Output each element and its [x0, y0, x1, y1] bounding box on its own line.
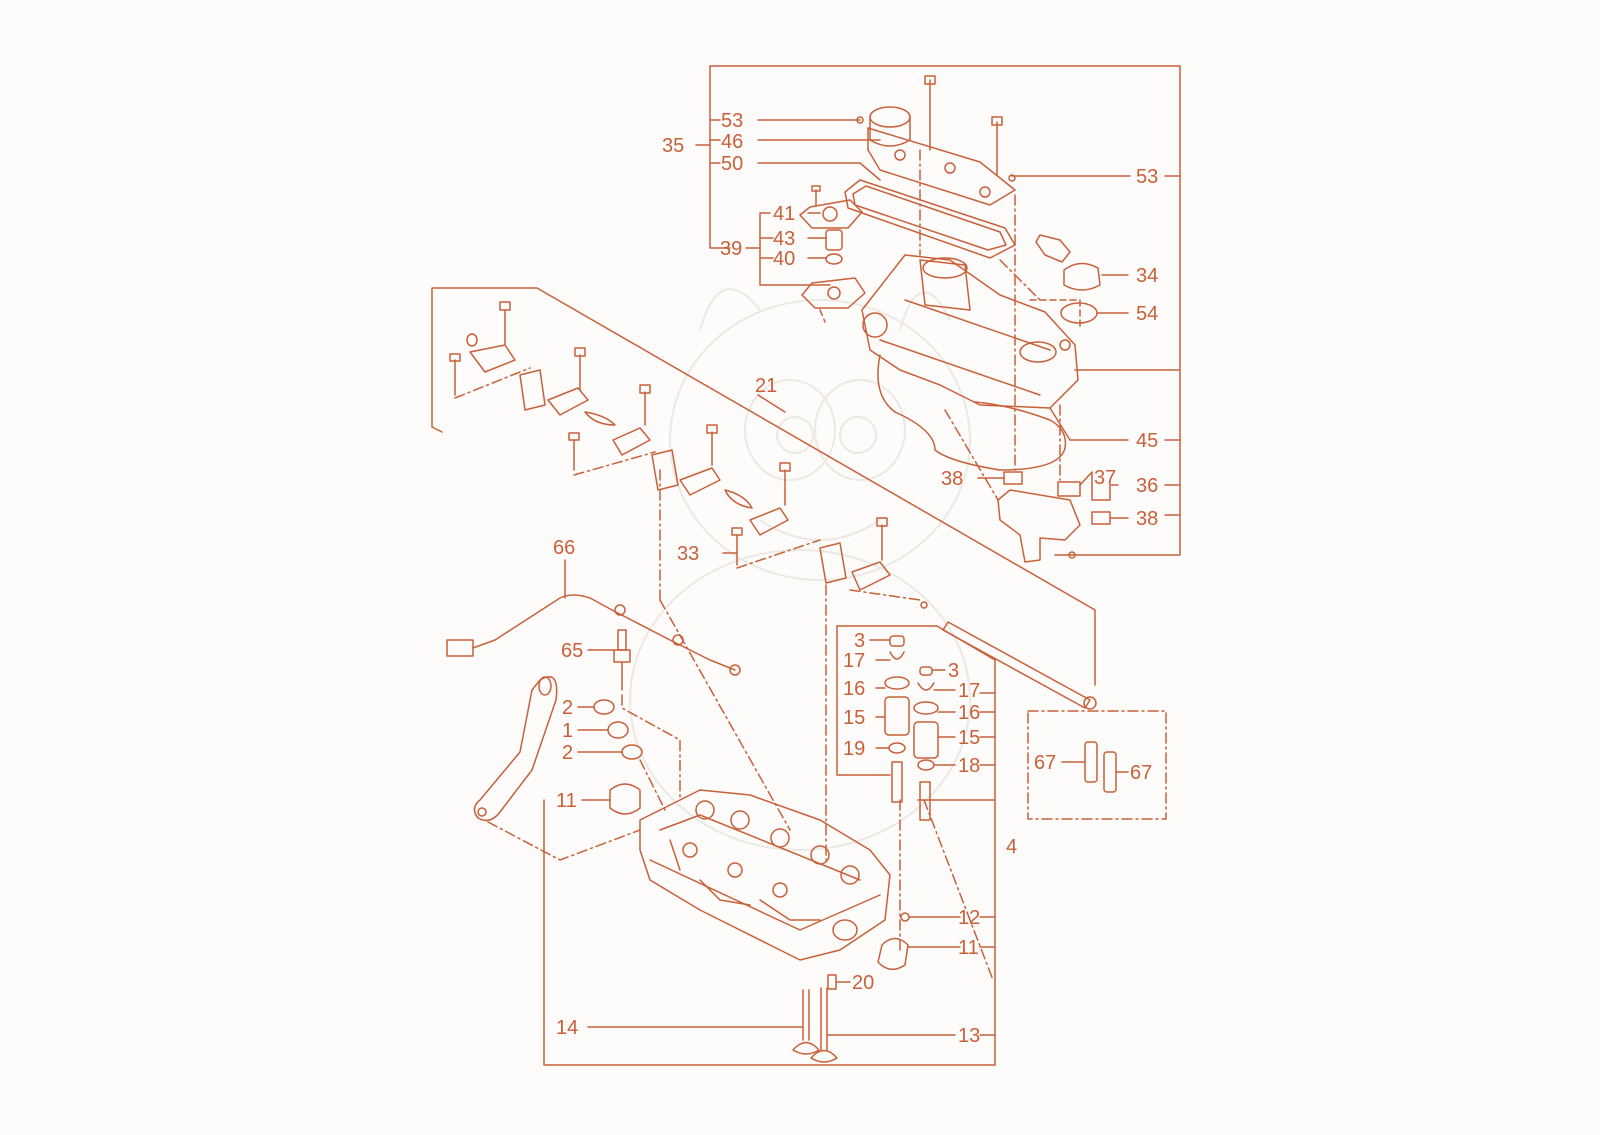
callout-67a: 67 — [1034, 752, 1056, 774]
callout-39: 39 — [720, 238, 742, 260]
spring-seat-16a — [884, 676, 910, 690]
callout-15a: 15 — [843, 707, 865, 729]
line-art — [431, 65, 1181, 1066]
callout-53b: 53 — [1136, 166, 1158, 188]
callout-1: 1 — [562, 720, 573, 742]
rubber-block-37 — [1057, 481, 1081, 497]
dowel-pin-20 — [827, 974, 837, 990]
stem-seal-19 — [888, 742, 906, 754]
callout-15b: 15 — [958, 727, 980, 749]
diaphragm-base — [801, 277, 866, 309]
callout-41: 41 — [773, 203, 795, 225]
washer-2a — [593, 699, 615, 715]
callout-13: 13 — [958, 1025, 980, 1047]
spring-seat-16b — [913, 701, 939, 715]
harness-connector — [446, 639, 474, 657]
cap-gasket — [1060, 302, 1098, 324]
callout-54: 54 — [1136, 303, 1158, 325]
valve-14 — [792, 989, 820, 1055]
callout-67b: 67 — [1130, 762, 1152, 784]
callout-16a: 16 — [843, 678, 865, 700]
callout-3b: 3 — [948, 660, 959, 682]
breather-elbow — [1035, 234, 1071, 263]
washer-2b — [621, 744, 643, 760]
valve-guide-a — [891, 761, 903, 803]
rubber-block-38a — [1003, 471, 1023, 485]
valve-retainer-17b — [917, 682, 935, 691]
callout-35: 35 — [662, 135, 684, 157]
valve-cover-body — [861, 254, 1079, 409]
group-bracket-cover — [709, 65, 1181, 556]
callout-50: 50 — [721, 153, 743, 175]
baffle-plate — [997, 489, 1081, 563]
diaphragm-top — [799, 199, 863, 229]
lifting-bracket — [473, 676, 558, 822]
callout-53a: 53 — [721, 110, 743, 132]
glow-plug — [613, 629, 631, 691]
callout-19: 19 — [843, 738, 865, 760]
glow-plug-harness — [494, 594, 736, 671]
callout-17a: 17 — [843, 650, 865, 672]
callout-2b: 2 — [562, 742, 573, 764]
diaphragm-spring — [825, 229, 843, 251]
callout-33: 33 — [677, 543, 699, 565]
oil-seal-11b — [877, 937, 909, 971]
cylinder-head — [639, 789, 891, 961]
rubber-block-38b — [1091, 511, 1111, 525]
oil-seal-11a — [609, 783, 641, 815]
rocker-arm-assembly — [449, 301, 891, 591]
callout-38a: 38 — [941, 468, 963, 490]
valve-cotter-3b — [919, 666, 933, 676]
cover-gasket — [844, 179, 1016, 259]
callout-16b: 16 — [958, 702, 980, 724]
callout-20: 20 — [852, 972, 874, 994]
callout-36: 36 — [1136, 475, 1158, 497]
valve-13 — [810, 987, 838, 1063]
sleeve-67b — [1103, 751, 1117, 793]
plug-12 — [900, 912, 910, 922]
callout-12: 12 — [958, 907, 980, 929]
callout-21: 21 — [755, 375, 777, 397]
breather-cover-plate — [856, 75, 1016, 206]
valve-retainer-17a — [889, 651, 905, 660]
callout-37: 37 — [1094, 467, 1116, 489]
callout-18: 18 — [958, 755, 980, 777]
valve-spring-15b — [913, 721, 939, 759]
rocker-shaft — [942, 621, 1091, 709]
stem-seal-18 — [917, 759, 935, 771]
callout-4: 4 — [1006, 836, 1017, 858]
watermark-figure — [629, 288, 971, 851]
valve-guide-b — [919, 781, 931, 821]
valve-spring-15a — [884, 696, 910, 736]
group-bracket-valves — [543, 625, 996, 1066]
valve-cover-gasket — [877, 354, 1067, 471]
oil-filler-cap — [1063, 262, 1101, 291]
nozzle-seat-1 — [607, 721, 629, 739]
callout-14: 14 — [556, 1017, 578, 1039]
callout-40: 40 — [773, 248, 795, 270]
callout-45: 45 — [1136, 430, 1158, 452]
valve-cotter-3a — [889, 635, 905, 647]
callout-11a: 11 — [556, 790, 577, 812]
sleeve-67a — [1084, 741, 1098, 783]
callout-38b: 38 — [1136, 508, 1158, 530]
callout-labels: 53 46 35 50 53 41 43 39 40 34 54 21 45 3… — [553, 110, 1158, 1047]
callout-65: 65 — [561, 640, 583, 662]
callout-17b: 17 — [958, 680, 980, 702]
callout-3a: 3 — [854, 630, 865, 652]
callout-46: 46 — [721, 131, 743, 153]
callout-66: 66 — [553, 537, 575, 559]
callout-34: 34 — [1136, 265, 1158, 287]
callout-11b: 11 — [958, 937, 979, 959]
callout-43: 43 — [773, 228, 795, 250]
callout-2a: 2 — [562, 697, 573, 719]
